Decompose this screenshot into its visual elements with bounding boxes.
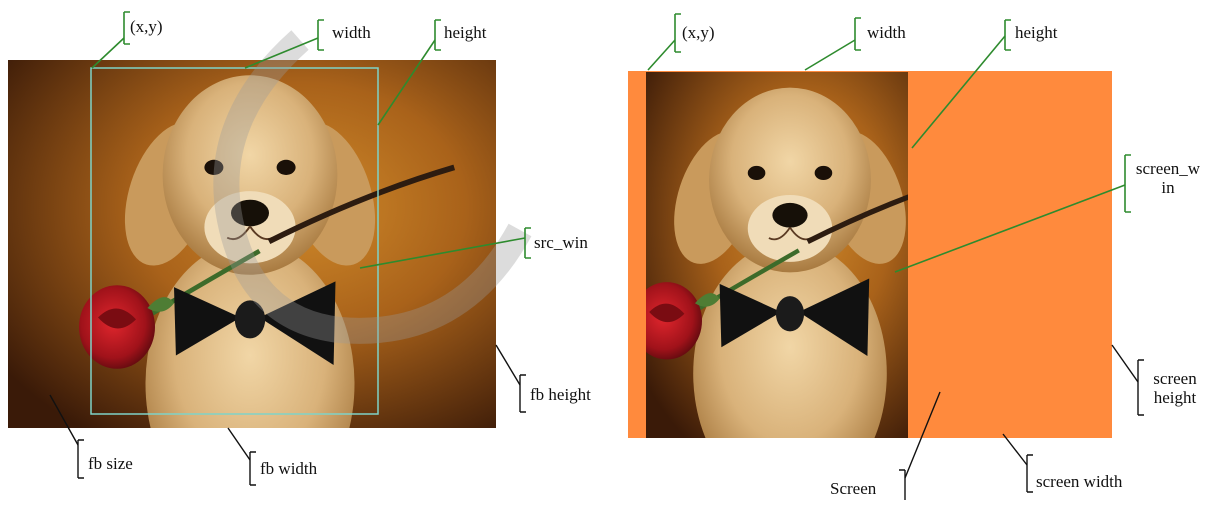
fb-width-label: fb width (260, 459, 318, 478)
screen-win-label-line1: screen_w (1135, 159, 1201, 178)
screen-label: Screen (830, 479, 877, 498)
left-fb-image (8, 60, 496, 428)
right-height-label: height (1015, 23, 1058, 42)
src-win-rect (90, 67, 379, 415)
right-screen-image (646, 72, 908, 438)
left-height-label: height (444, 23, 487, 42)
fb-size-label: fb size (88, 454, 133, 473)
src-win-label: src_win (534, 233, 588, 252)
left-xy-label: (x,y) (130, 17, 163, 36)
left-black-leaders (49, 344, 526, 486)
right-xy-label: (x,y) (682, 23, 715, 42)
left-leader-lines (91, 11, 531, 269)
right-width-label: width (867, 23, 906, 42)
right-leader-lines (647, 13, 1131, 273)
watermark-arc (213, 30, 532, 344)
screen-win-label: screen_w in (1126, 159, 1210, 197)
screen-win-label-line2: in (1161, 177, 1175, 197)
right-black-leaders (899, 344, 1144, 500)
screen-width-label: screen width (1036, 472, 1123, 491)
screen-height-label-line1: screen (1153, 369, 1197, 388)
screen-height-label: screen height (1140, 369, 1210, 407)
left-width-label: width (332, 23, 371, 42)
fb-height-label: fb height (530, 385, 591, 404)
screen-height-label-line2: height (1153, 387, 1197, 407)
